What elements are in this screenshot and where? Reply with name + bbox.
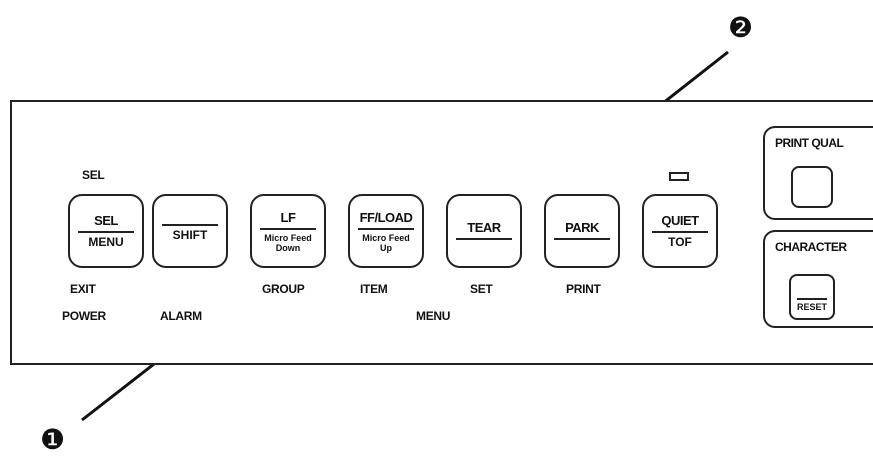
key-divider [78, 231, 134, 233]
key-bottom-label: TOF [668, 235, 692, 249]
key-top-label: LF [280, 209, 296, 225]
print-quality-key[interactable] [791, 166, 833, 208]
key-top-label: PARK [565, 219, 599, 235]
park-key[interactable]: PARK [544, 194, 620, 268]
shift-key[interactable]: SHIFT [152, 194, 228, 268]
quiet-indicator-light [669, 172, 689, 181]
key-bottom-label: SHIFT [172, 227, 208, 242]
character-title: CHARACTER [775, 240, 847, 254]
print-quality-title: PRINT QUAL [775, 136, 844, 150]
set-label: SET [470, 282, 493, 296]
character-group: CHARACTER RESET [763, 230, 873, 328]
reset-label: RESET [796, 298, 827, 312]
key-sub-label: Micro Feed Down [264, 232, 312, 253]
power-label: POWER [62, 309, 106, 323]
key-top-label: FF/LOAD [359, 209, 413, 225]
key-divider [554, 237, 610, 240]
key-top-label: QUIET [661, 213, 699, 228]
group-label: GROUP [262, 282, 305, 296]
sel-menu-key[interactable]: SEL MENU [68, 194, 144, 268]
item-label: ITEM [360, 282, 388, 296]
key-divider [162, 223, 218, 226]
exit-label: EXIT [70, 282, 96, 296]
key-bottom-label: MENU [88, 235, 124, 249]
menu-label: MENU [416, 309, 451, 323]
key-divider [652, 231, 708, 233]
callout-2: ❷ [728, 12, 754, 43]
callout-1: ❶ [40, 424, 66, 455]
tear-key[interactable]: TEAR [446, 194, 522, 268]
key-divider [358, 227, 414, 230]
lf-key[interactable]: LF Micro Feed Down [250, 194, 326, 268]
quiet-tof-key[interactable]: QUIET TOF [642, 194, 718, 268]
sel-label: SEL [82, 168, 105, 182]
key-divider [456, 237, 512, 240]
key-sub-label: Micro Feed Up [362, 232, 410, 253]
print-quality-group: PRINT QUAL [763, 126, 873, 220]
alarm-label: ALARM [160, 309, 202, 323]
print-label: PRINT [566, 282, 601, 296]
reset-key[interactable]: RESET [789, 274, 835, 320]
key-divider [260, 227, 316, 230]
key-top-label: SEL [94, 213, 118, 228]
key-top-label: TEAR [467, 219, 501, 235]
ff-load-key[interactable]: FF/LOAD Micro Feed Up [348, 194, 424, 268]
